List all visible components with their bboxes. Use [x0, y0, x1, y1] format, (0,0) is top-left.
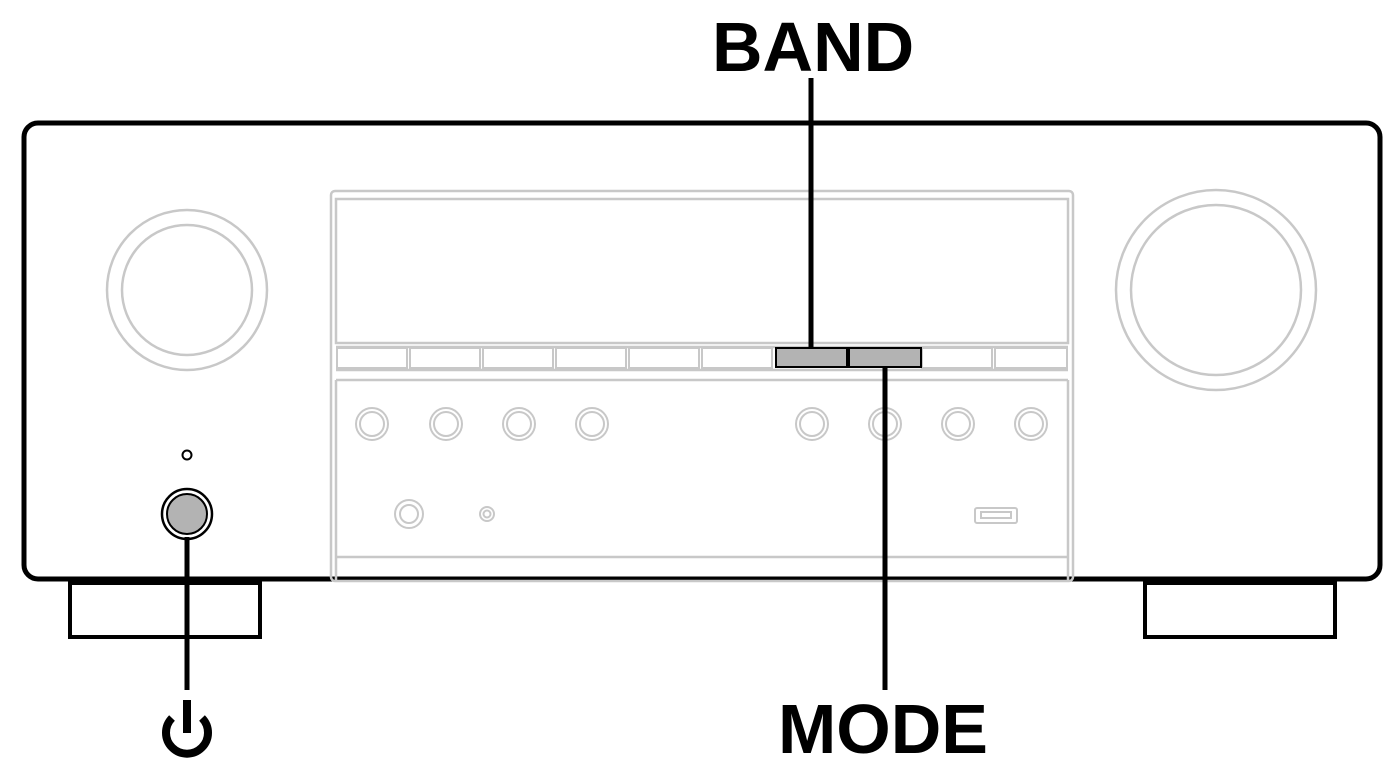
- left-foot: [68, 576, 262, 639]
- round-button-row: [355, 407, 1048, 441]
- power-button[interactable]: [160, 487, 214, 541]
- mode-label: MODE: [778, 690, 988, 768]
- volume-knob: [1114, 188, 1318, 392]
- source-button-row: [336, 347, 1068, 369]
- power-indicator-led: [181, 449, 193, 461]
- setup-mic-jack: [479, 506, 495, 522]
- mode-button[interactable]: [848, 347, 922, 368]
- usb-port: [974, 507, 1018, 524]
- band-button[interactable]: [775, 347, 848, 368]
- headphone-jack: [394, 499, 424, 529]
- power-icon: [162, 700, 212, 758]
- right-foot: [1143, 576, 1337, 639]
- band-label: BAND: [712, 8, 915, 86]
- input-selector-knob: [105, 208, 269, 372]
